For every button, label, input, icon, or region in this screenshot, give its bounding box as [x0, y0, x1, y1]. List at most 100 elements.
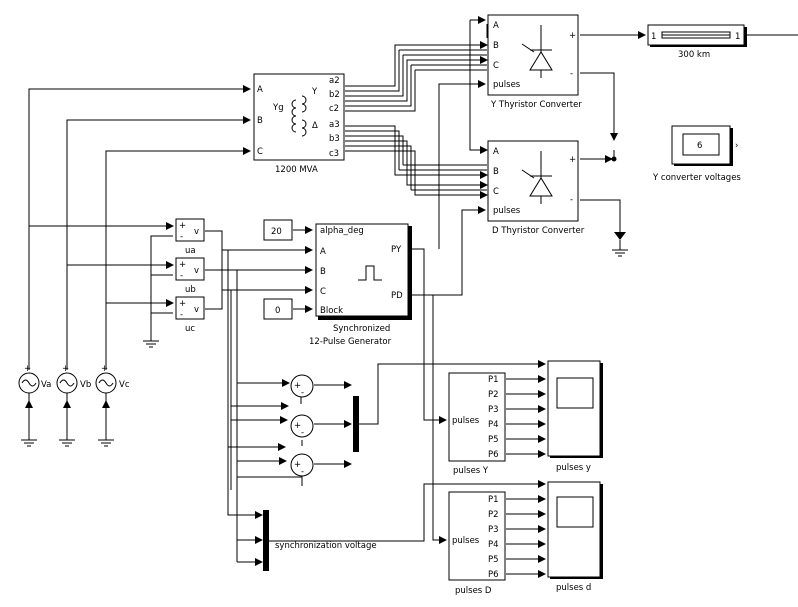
block-caption: ua: [185, 246, 196, 256]
thyristor-icon: [521, 151, 553, 204]
d-thyristor-converter[interactable]: A B C pulses + - D Thyristor Converter: [487, 140, 585, 236]
port-label: a2: [329, 76, 340, 86]
port-label: b3: [329, 134, 340, 144]
source-label: Vb: [80, 380, 91, 390]
port-label: P5: [488, 435, 499, 445]
port-label: +: [179, 299, 186, 309]
port-label: 1: [651, 32, 656, 42]
mux-bar[interactable]: [353, 396, 359, 452]
port-label: v: [194, 305, 199, 315]
port-label: A: [257, 85, 263, 95]
port-label: Block: [320, 306, 343, 316]
sum-block-3[interactable]: + -: [290, 453, 314, 477]
port-label: pulses: [452, 536, 480, 546]
port-label: -: [180, 232, 183, 242]
ground-symbol: [612, 232, 628, 257]
port-label: pulses: [452, 416, 480, 426]
mux-bar[interactable]: [263, 510, 269, 571]
alpha-constant[interactable]: 20: [263, 219, 293, 241]
svg-text:+: +: [24, 364, 31, 374]
block-caption: 1200 MVA: [275, 165, 318, 175]
port-label: +: [569, 155, 576, 165]
svg-text:+: +: [62, 364, 69, 374]
port-label: alpha_deg: [320, 226, 364, 236]
port-label: P3: [488, 525, 499, 535]
source-label: Va: [41, 380, 51, 390]
block-constant[interactable]: 0: [263, 298, 293, 320]
port-label: P3: [488, 405, 499, 415]
scope-screen: [556, 496, 594, 528]
ac-source-vb[interactable]: + Vb: [56, 364, 91, 447]
voltmeter-ua[interactable]: + - v ua: [175, 218, 205, 256]
port-label: A: [493, 21, 499, 31]
transformer-block[interactable]: A B C a2 b2 c2 a3 b3 c3 Yg Y Δ 1200 MVA: [253, 73, 345, 175]
port-label: P6: [488, 450, 499, 460]
block-caption: D Thyristor Converter: [492, 226, 585, 236]
port-label: P2: [488, 390, 499, 400]
pulses-d-demux[interactable]: pulses P1 P2 P3 P4 P5 P6 pulses D: [448, 491, 506, 596]
constant-value: 20: [271, 227, 282, 237]
port-label: -: [180, 271, 183, 281]
ac-source-vc[interactable]: + Vc: [95, 364, 130, 447]
winding-label: Δ: [312, 121, 318, 131]
port-label: -: [180, 310, 183, 320]
voltmeter-uc[interactable]: + - v uc: [175, 296, 205, 334]
block-caption: Synchronized: [333, 324, 390, 334]
port-label: B: [493, 41, 499, 51]
pulses-y-scope[interactable]: pulses y: [547, 360, 603, 473]
block-caption: Y Thyristor Converter: [490, 100, 582, 110]
sign-label: +: [294, 460, 301, 470]
coil-icon: [291, 95, 307, 137]
pulse-generator-block[interactable]: alpha_deg A B C Block PY PD Synchronized…: [309, 223, 412, 347]
three-phase-bus: [345, 16, 488, 199]
port-label: PY: [391, 245, 402, 255]
port-label: c3: [329, 149, 339, 159]
constant-value: 0: [275, 306, 280, 316]
winding-label: Yg: [272, 103, 284, 113]
port-label: c2: [329, 104, 339, 114]
y-thyristor-converter[interactable]: A B C pulses + - Y Thyristor Converter: [487, 14, 582, 110]
voltmeter-ub[interactable]: + - v ub: [175, 257, 205, 295]
block-caption: pulses D: [455, 586, 492, 596]
port-label: pulses: [493, 206, 521, 216]
port-label: +: [179, 260, 186, 270]
port-label: P5: [488, 555, 499, 565]
port-label: 1: [735, 32, 740, 42]
sum-block-1[interactable]: + -: [290, 374, 314, 398]
pulses-d-scope[interactable]: pulses d: [547, 481, 603, 593]
sum-block-2[interactable]: + -: [290, 414, 314, 438]
ac-source-va[interactable]: + Va: [18, 364, 51, 447]
port-label: v: [194, 227, 199, 237]
svg-text:›: ›: [735, 141, 738, 151]
port-label: P4: [488, 540, 499, 550]
port-label: +: [569, 31, 576, 41]
port-label: C: [493, 61, 499, 71]
port-label: pulses: [493, 80, 521, 90]
wires: [28, 31, 798, 578]
block-caption: Y converter voltages: [652, 173, 741, 183]
thyristor-icon: [521, 25, 553, 78]
sign-label: -: [301, 467, 304, 477]
port-label: -: [570, 69, 573, 79]
port-label: C: [493, 187, 499, 197]
block-caption: ub: [185, 285, 196, 295]
signal-label: synchronization voltage: [275, 541, 377, 551]
port-label: b2: [329, 90, 340, 100]
block-caption: 12-Pulse Generator: [309, 337, 392, 347]
block-caption: 300 km: [678, 50, 710, 60]
port-label: B: [257, 116, 263, 126]
transmission-line-block[interactable]: 1 1 300 km: [647, 24, 747, 60]
source-label: Vc: [119, 380, 130, 390]
block-caption: pulses Y: [453, 466, 489, 476]
block-caption: pulses d: [556, 583, 591, 593]
pulses-y-demux[interactable]: pulses P1 P2 P3 P4 P5 P6 pulses Y: [448, 372, 506, 476]
svg-text:+: +: [101, 364, 108, 374]
port-label: A: [493, 147, 499, 157]
scope-screen: [556, 377, 594, 409]
port-label: +: [179, 221, 186, 231]
port-label: P1: [488, 495, 499, 505]
port-label: B: [493, 167, 499, 177]
y-converter-voltages-scope[interactable]: 6 › Y converter voltages: [652, 125, 741, 183]
port-label: B: [320, 267, 326, 277]
block-caption: uc: [185, 324, 195, 334]
